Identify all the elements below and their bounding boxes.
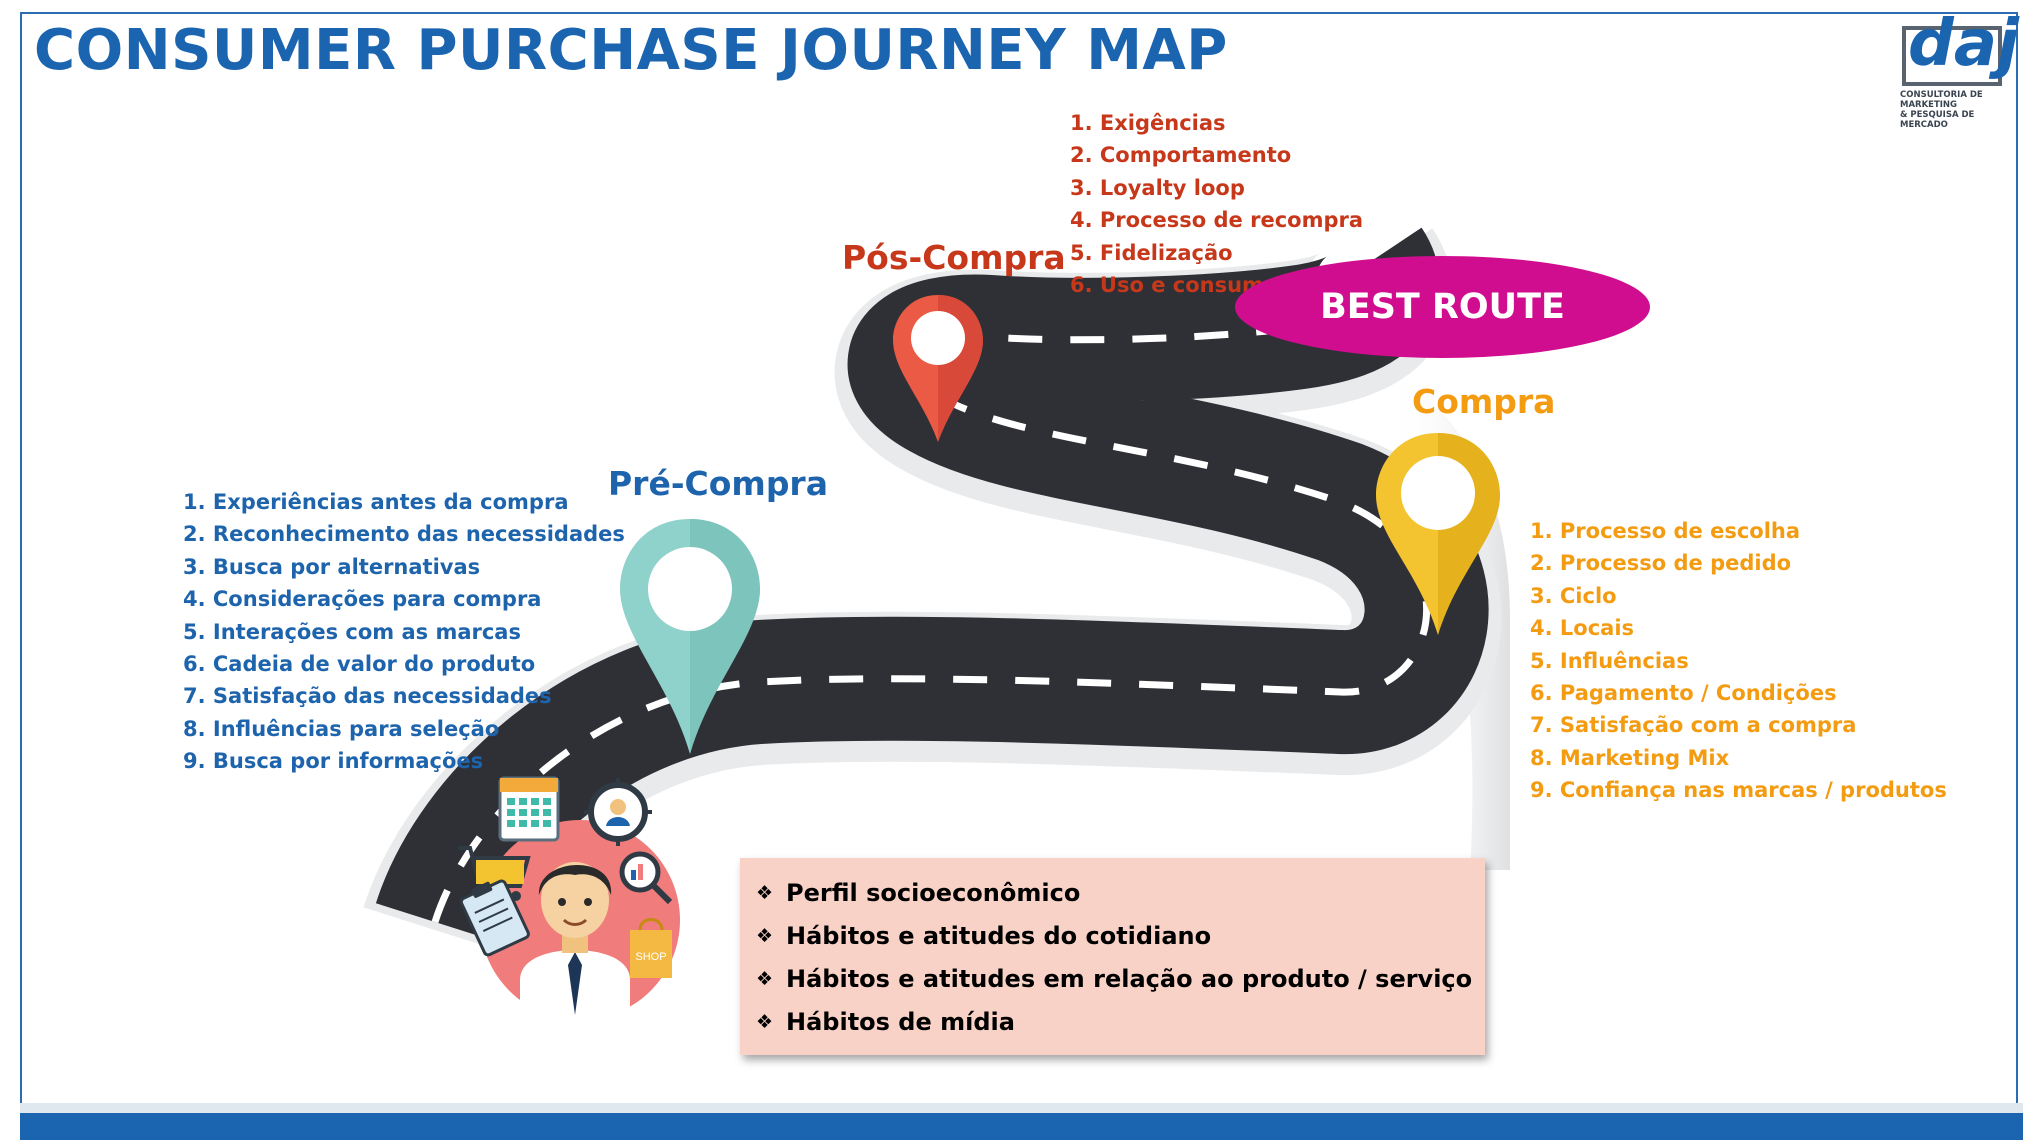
consumer-avatar-icon bbox=[520, 862, 630, 1020]
list-item: 8. Influências para seleção bbox=[183, 716, 500, 741]
logo-box bbox=[1902, 26, 2002, 86]
target-user-icon bbox=[584, 778, 652, 846]
profile-item-label: Perfil socioeconômico bbox=[786, 879, 1081, 907]
stage-label-pre-compra: Pré-Compra bbox=[608, 464, 828, 503]
page-title: CONSUMER PURCHASE JOURNEY MAP bbox=[34, 18, 1228, 83]
footer-divider bbox=[20, 1103, 2023, 1113]
list-item: 9. Busca por informações bbox=[183, 749, 484, 774]
list-item: 9. Confiança nas marcas / produtos bbox=[1530, 778, 1947, 803]
bullet-icon: ❖ bbox=[756, 1011, 774, 1033]
list-item: 8. Marketing Mix bbox=[1530, 745, 1730, 770]
stage-label-pos-compra: Pós-Compra bbox=[842, 238, 1066, 277]
profile-item: ❖ Hábitos e atitudes do cotidiano bbox=[756, 918, 1485, 961]
pre-compra-pin bbox=[620, 519, 760, 754]
pos-compra-pin bbox=[893, 295, 983, 442]
list-item: 2. Comportamento bbox=[1070, 143, 1292, 168]
list-item: 3. Busca por alternativas bbox=[183, 554, 481, 579]
stage-label-compra: Compra bbox=[1412, 382, 1556, 421]
list-item: 4. Considerações para compra bbox=[183, 587, 542, 612]
list-item: 4. Locais bbox=[1530, 616, 1635, 641]
list-item: 1. Experiências antes da compra bbox=[183, 490, 569, 514]
list-item: 5. Influências bbox=[1530, 648, 1689, 673]
calendar-icon bbox=[498, 776, 560, 842]
list-item: 7. Satisfação das necessidades bbox=[183, 684, 552, 709]
pre-compra-list: 1. Experiências antes da compra 2. Recon… bbox=[183, 486, 625, 778]
list-item: 7. Satisfação com a compra bbox=[1530, 713, 1857, 738]
list-item: 2. Reconhecimento das necessidades bbox=[183, 522, 625, 547]
footer-bar bbox=[20, 1113, 2023, 1140]
list-item: 1. Processo de escolha bbox=[1530, 519, 1801, 543]
bullet-icon: ❖ bbox=[756, 968, 774, 990]
compra-list: 1. Processo de escolha 2. Processo de pe… bbox=[1530, 515, 1947, 807]
logo-text: daj bbox=[1908, 7, 2019, 81]
consumer-profile-box: ❖ Perfil socioeconômico ❖ Hábitos e atit… bbox=[740, 858, 1485, 1055]
road-center-dashes bbox=[431, 260, 1431, 924]
list-item: 2. Processo de pedido bbox=[1530, 551, 1792, 576]
list-item: 5. Fidelização bbox=[1070, 240, 1233, 265]
profile-item: ❖ Hábitos e atitudes em relação ao produ… bbox=[756, 961, 1485, 1004]
best-route-badge: BEST ROUTE bbox=[1235, 256, 1650, 358]
bullet-icon: ❖ bbox=[756, 882, 774, 904]
slide-frame bbox=[20, 12, 2018, 1112]
profile-item: ❖ Perfil socioeconômico bbox=[756, 875, 1485, 918]
list-item: 1. Exigências bbox=[1070, 111, 1226, 135]
best-route-label: BEST ROUTE bbox=[1320, 287, 1565, 327]
list-item: 6. Cadeia de valor do produto bbox=[183, 652, 536, 677]
pos-compra-list: 1. Exigências 2. Comportamento 3. Loyalt… bbox=[1070, 107, 1363, 301]
shop-text: SHOP bbox=[635, 951, 666, 963]
profile-item-label: Hábitos de mídia bbox=[786, 1008, 1015, 1036]
company-logo: daj CONSULTORIA DE MARKETING & PESQUISA … bbox=[1900, 12, 2019, 130]
bullet-icon: ❖ bbox=[756, 925, 774, 947]
profile-item: ❖ Hábitos de mídia bbox=[756, 1004, 1485, 1047]
logo-subtitle: CONSULTORIA DE MARKETING & PESQUISA DE M… bbox=[1900, 90, 1983, 130]
list-item: 5. Interações com as marcas bbox=[183, 619, 521, 644]
list-item: 4. Processo de recompra bbox=[1070, 208, 1364, 233]
compra-pin bbox=[1376, 433, 1500, 635]
clipboard-icon bbox=[459, 879, 530, 957]
shopping-bag-icon: SHOP bbox=[630, 918, 672, 978]
profile-item-label: Hábitos e atitudes do cotidiano bbox=[786, 922, 1212, 950]
profile-item-label: Hábitos e atitudes em relação ao produto… bbox=[786, 965, 1473, 993]
consumer-illustration: SHOP bbox=[458, 776, 680, 1020]
list-item: 3. Ciclo bbox=[1530, 583, 1617, 608]
list-item: 3. Loyalty loop bbox=[1070, 175, 1245, 200]
magnifier-chart-icon bbox=[619, 851, 673, 905]
list-item: 6. Pagamento / Condições bbox=[1530, 681, 1837, 706]
